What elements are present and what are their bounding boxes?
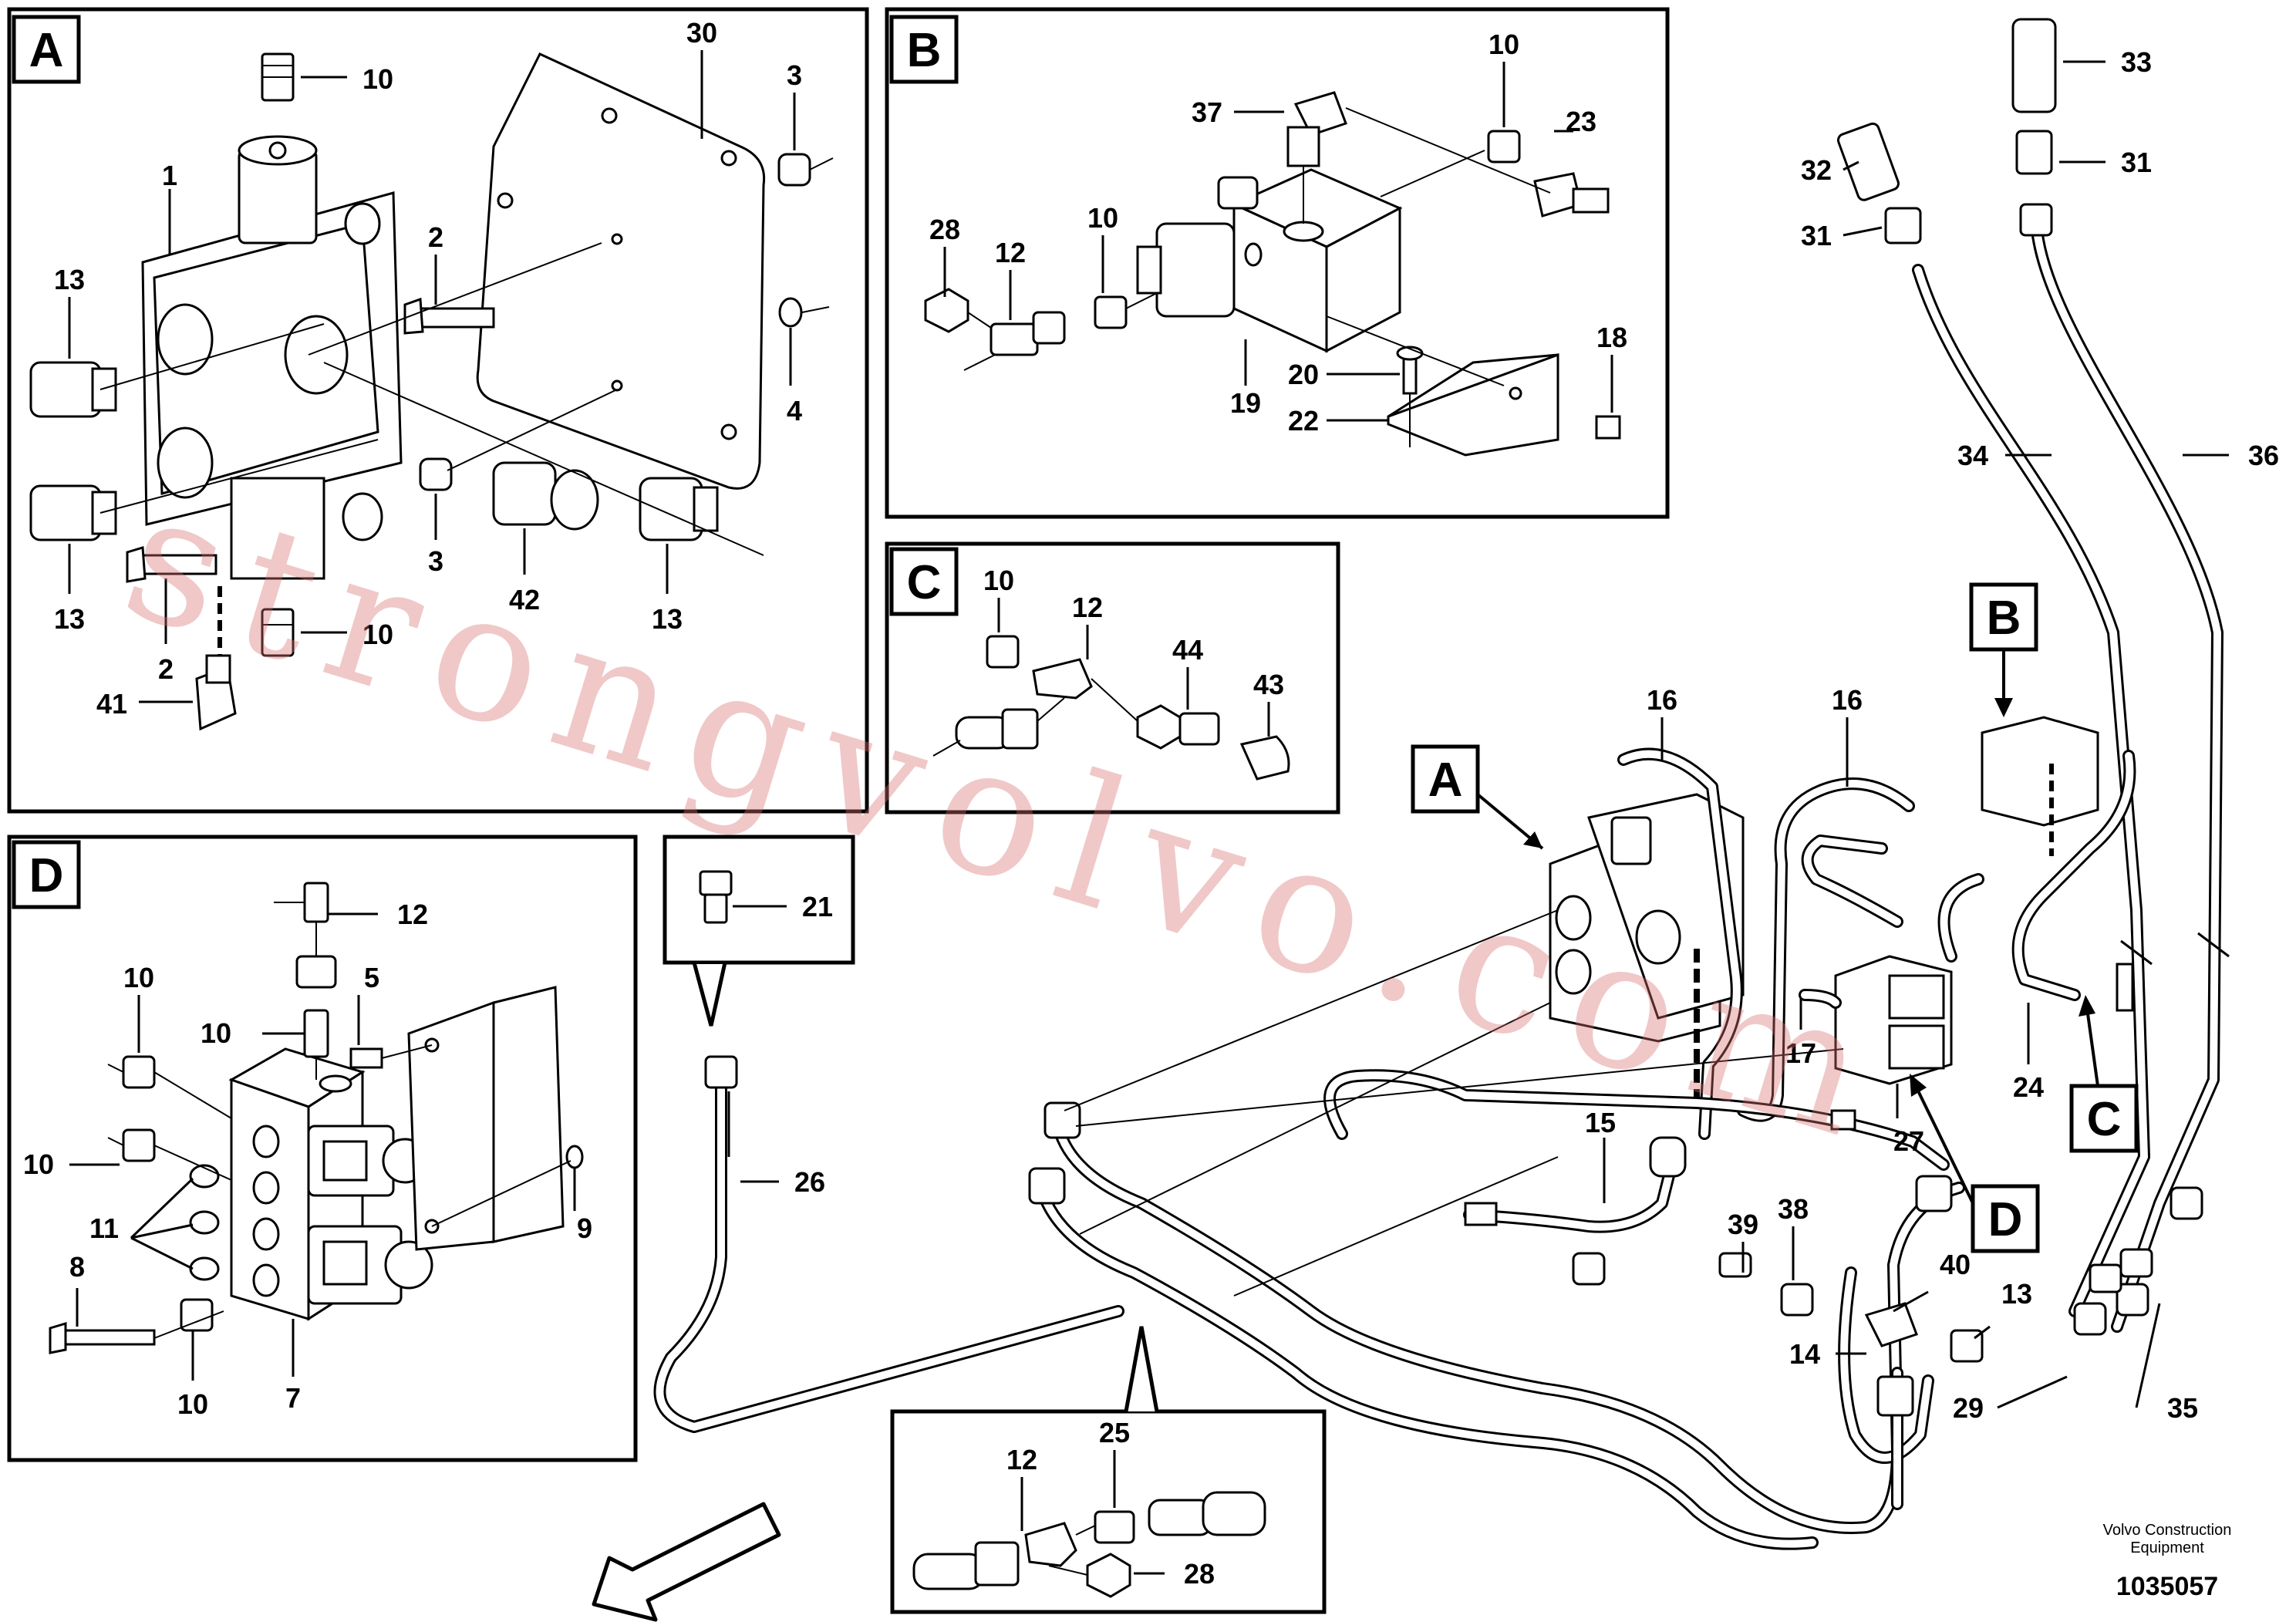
label-f-25: 25 [1099, 1417, 1130, 1448]
label-d-7: 7 [285, 1382, 301, 1414]
label-main-31-left: 31 [1801, 220, 1832, 251]
callout-d: D [1988, 1193, 2023, 1246]
caption-company-line-1: Volvo Construction [2103, 1522, 2232, 1539]
label-c-12: 12 [1072, 592, 1103, 623]
label-main-39: 39 [1728, 1209, 1758, 1240]
direction-arrow-icon [592, 1502, 781, 1622]
caption: Volvo Construction Equipment 1035057 [2103, 1522, 2232, 1601]
label-main-33: 33 [2121, 46, 2152, 78]
label-main-31-right: 31 [2121, 147, 2152, 178]
label-b-12: 12 [995, 237, 1026, 268]
label-b-18: 18 [1596, 322, 1627, 353]
label-d-9: 9 [577, 1212, 592, 1244]
label-b-20: 20 [1288, 359, 1319, 390]
view-letter-d: D [29, 849, 64, 902]
label-main-24: 24 [2013, 1071, 2044, 1103]
label-main-36: 36 [2248, 440, 2279, 471]
view-letter-a: A [29, 24, 64, 77]
callout-c: C [2087, 1093, 2122, 1146]
label-b-22: 22 [1288, 405, 1319, 437]
main-assembly: 33 32 31 31 34 36 [592, 18, 2279, 1622]
caption-company-line-2: Equipment [2130, 1539, 2204, 1556]
label-b-10-top: 10 [1489, 29, 1519, 60]
label-c-44: 44 [1172, 634, 1203, 666]
label-a-3-bottom: 3 [428, 545, 443, 577]
label-main-34: 34 [1957, 440, 1988, 471]
view-letter-b: B [907, 24, 942, 77]
label-main-16-right: 16 [1832, 684, 1863, 716]
label-main-17: 17 [1785, 1037, 1816, 1069]
label-c-10: 10 [983, 565, 1014, 596]
label-c-43: 43 [1253, 669, 1284, 700]
label-b-19: 19 [1230, 387, 1261, 419]
label-main-15: 15 [1585, 1107, 1616, 1138]
panel-e: 21 [663, 835, 855, 1027]
label-d-8: 8 [69, 1251, 85, 1283]
label-main-38: 38 [1778, 1193, 1809, 1225]
label-d-12: 12 [397, 899, 428, 930]
label-main-32: 32 [1801, 154, 1832, 186]
label-e-21: 21 [802, 891, 833, 922]
label-a-3-top: 3 [787, 59, 802, 91]
label-a-30: 30 [686, 17, 717, 49]
panel-a: A [7, 7, 869, 814]
label-a-1: 1 [162, 160, 177, 191]
label-f-28: 28 [1184, 1558, 1215, 1590]
label-a-13-right: 13 [652, 603, 683, 635]
label-f-12: 12 [1006, 1444, 1037, 1475]
label-d-11: 11 [89, 1212, 119, 1244]
panel-d: D [7, 835, 638, 1462]
view-letter-c: C [907, 556, 942, 609]
label-b-28: 28 [929, 214, 960, 245]
label-a-41: 41 [96, 688, 127, 720]
label-d-10-upper-left: 10 [123, 962, 154, 993]
label-main-14: 14 [1789, 1338, 1820, 1370]
label-d-5: 5 [364, 962, 379, 993]
callout-a: A [1428, 754, 1463, 807]
label-main-13: 13 [2001, 1278, 2032, 1310]
label-a-13-bottom: 13 [54, 603, 85, 635]
callout-b: B [1987, 592, 2021, 645]
document-number: 1035057 [2116, 1572, 2218, 1601]
label-a-13-top: 13 [54, 264, 85, 295]
label-a-2-top: 2 [428, 221, 443, 253]
label-b-37: 37 [1192, 96, 1222, 128]
label-main-35: 35 [2167, 1392, 2198, 1424]
label-main-40: 40 [1940, 1249, 1971, 1280]
panel-f: 12 25 28 [890, 1326, 1327, 1614]
label-a-2-bottom: 2 [158, 653, 174, 685]
label-b-23: 23 [1566, 106, 1596, 137]
panel-b: B [885, 7, 1670, 519]
panel-c: C 10 12 44 43 [885, 541, 1340, 814]
label-main-16-left: 16 [1647, 684, 1677, 716]
label-main-29: 29 [1953, 1392, 1984, 1424]
label-a-10-top: 10 [362, 63, 393, 95]
label-main-26: 26 [794, 1166, 825, 1198]
label-a-4: 4 [787, 395, 802, 427]
label-d-10-left: 10 [23, 1148, 54, 1180]
label-b-10-left: 10 [1087, 202, 1118, 234]
label-main-27: 27 [1893, 1125, 1924, 1157]
label-a-10-bottom: 10 [362, 619, 393, 650]
label-a-42: 42 [509, 584, 540, 615]
label-d-10-bottom: 10 [177, 1388, 208, 1420]
label-d-10-top: 10 [201, 1017, 231, 1049]
